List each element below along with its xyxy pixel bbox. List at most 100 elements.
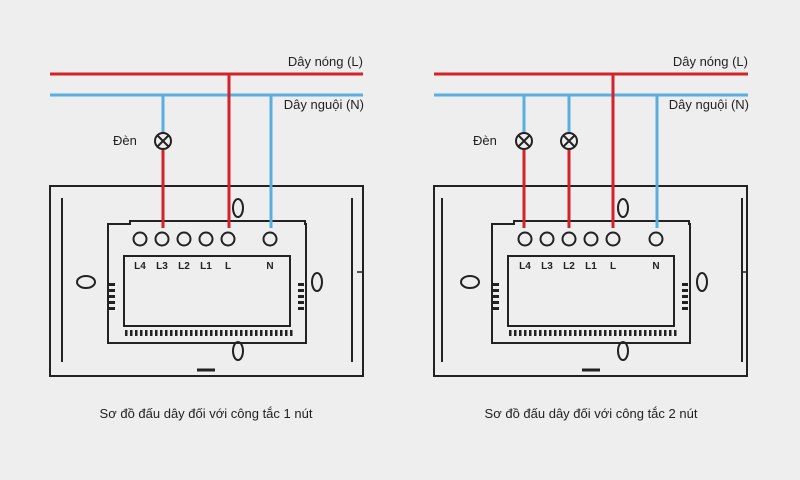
terminal-L2 — [176, 231, 192, 247]
module-bottom-vents — [125, 330, 293, 336]
vent-tick — [109, 295, 115, 298]
mounting-slot-bottom — [617, 341, 629, 361]
vent-tick — [220, 330, 223, 336]
terminal-label-N: N — [266, 261, 273, 272]
vent-tick — [250, 330, 253, 336]
vent-tick — [514, 330, 517, 336]
vent-tick — [654, 330, 657, 336]
neutral-wire-label: Dây nguội (N) — [284, 97, 364, 112]
mounting-slot-left — [76, 275, 96, 289]
vent-tick — [682, 283, 688, 286]
vent-tick — [150, 330, 153, 336]
module-label-panel — [507, 255, 675, 327]
mounting-slot-top — [232, 198, 244, 218]
mounting-slot-left — [460, 275, 480, 289]
vent-tick — [185, 330, 188, 336]
vent-tick — [599, 330, 602, 336]
vent-tick — [298, 301, 304, 304]
vent-tick — [589, 330, 592, 336]
vent-tick — [245, 330, 248, 336]
vent-tick — [574, 330, 577, 336]
vent-tick — [569, 330, 572, 336]
diagram-caption: Sơ đồ đấu dây đối với công tắc 2 nút — [485, 406, 698, 421]
module-bottom-vents — [509, 330, 677, 336]
lamp-cross-circle-icon — [515, 132, 533, 150]
terminal-label-L: L — [225, 261, 231, 272]
vent-tick — [285, 330, 288, 336]
plate-frame-bars — [61, 198, 353, 362]
vent-tick — [534, 330, 537, 336]
vent-tick — [298, 283, 304, 286]
vent-tick — [544, 330, 547, 336]
vent-tick — [145, 330, 148, 336]
mounting-slot-bottom — [232, 341, 244, 361]
diagram-caption: Sơ đồ đấu dây đối với công tắc 1 nút — [100, 406, 313, 421]
vent-tick — [298, 307, 304, 310]
terminal-label-L2: L2 — [563, 261, 575, 272]
vent-tick — [235, 330, 238, 336]
terminal-label-L2: L2 — [178, 261, 190, 272]
vent-tick — [669, 330, 672, 336]
vent-tick — [682, 307, 688, 310]
terminal-L2 — [561, 231, 577, 247]
vent-tick — [493, 307, 499, 310]
vent-tick — [624, 330, 627, 336]
vent-tick — [225, 330, 228, 336]
vent-tick — [493, 295, 499, 298]
vent-tick — [280, 330, 283, 336]
vent-tick — [579, 330, 582, 336]
terminal-label-L: L — [610, 261, 616, 272]
terminal-label-N: N — [652, 261, 659, 272]
vent-tick — [524, 330, 527, 336]
vent-tick — [674, 330, 677, 336]
vent-tick — [493, 283, 499, 286]
lamp-label: Đèn — [113, 133, 137, 148]
vent-tick — [682, 289, 688, 292]
vent-tick — [205, 330, 208, 336]
mounting-slot-top — [617, 198, 629, 218]
vent-tick — [255, 330, 258, 336]
vent-tick — [609, 330, 612, 336]
terminal-L — [220, 231, 236, 247]
vent-tick — [140, 330, 143, 336]
vent-tick — [519, 330, 522, 336]
vent-tick — [190, 330, 193, 336]
vent-tick — [682, 295, 688, 298]
terminal-N — [262, 231, 278, 247]
terminal-label-L4: L4 — [519, 261, 531, 272]
vent-tick — [619, 330, 622, 336]
terminal-L4 — [517, 231, 533, 247]
vent-tick — [549, 330, 552, 336]
vent-tick — [195, 330, 198, 336]
vent-tick — [604, 330, 607, 336]
vent-tick — [493, 289, 499, 292]
vent-tick — [559, 330, 562, 336]
lamp-label: Đèn — [473, 133, 497, 148]
vent-tick — [639, 330, 642, 336]
vent-tick — [659, 330, 662, 336]
terminal-label-L3: L3 — [541, 261, 553, 272]
module-side-vents — [109, 283, 304, 310]
lamp-cross-circle-icon — [560, 132, 578, 150]
vent-tick — [260, 330, 263, 336]
module-side-vents — [493, 283, 688, 310]
switch-plate — [433, 185, 748, 377]
vent-tick — [644, 330, 647, 336]
vent-tick — [275, 330, 278, 336]
module-label-panel — [123, 255, 291, 327]
live-wire-label: Dây nóng (L) — [673, 54, 748, 69]
vent-tick — [270, 330, 273, 336]
mounting-slot-right — [311, 272, 323, 292]
terminal-L — [605, 231, 621, 247]
vent-tick — [109, 307, 115, 310]
vent-tick — [564, 330, 567, 336]
live-wire-label: Dây nóng (L) — [288, 54, 363, 69]
terminal-L1 — [198, 231, 214, 247]
vent-tick — [493, 301, 499, 304]
vent-tick — [215, 330, 218, 336]
vent-tick — [130, 330, 133, 336]
vent-tick — [175, 330, 178, 336]
module-housing — [491, 220, 691, 344]
vent-tick — [594, 330, 597, 336]
